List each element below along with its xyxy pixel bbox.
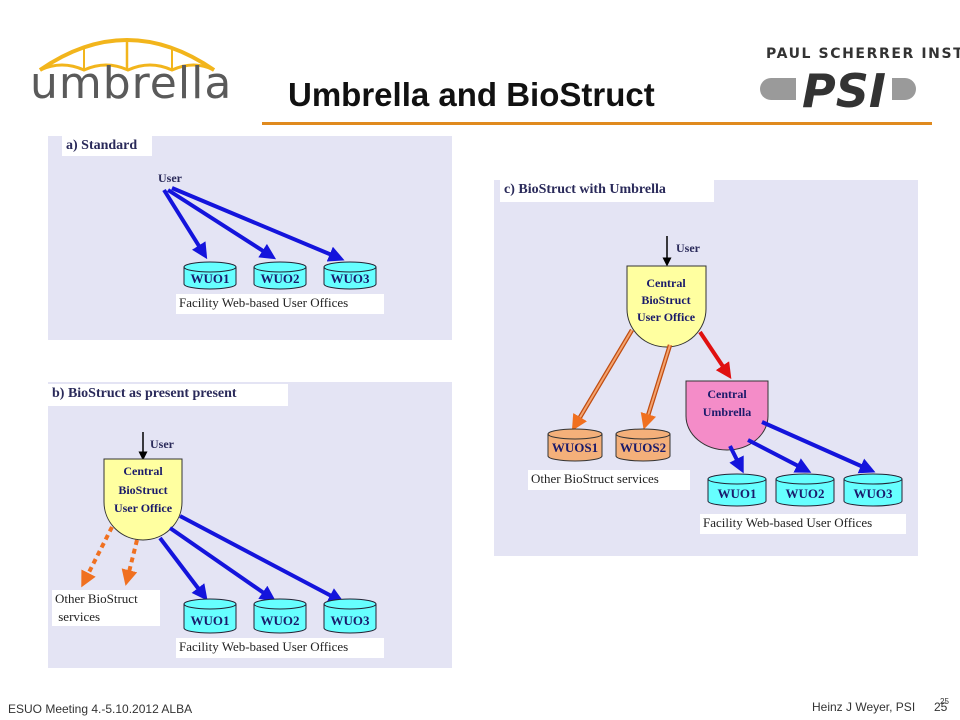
panel-b-central-line1: Central [123,464,163,478]
panel-c-central-line1: Central [646,276,686,290]
panel-b-other-services-2: services [52,608,160,626]
panel-c-umbrella-line2: Umbrella [703,405,751,419]
panel-c-caption: Facility Web-based User Offices [700,514,906,534]
panel-b-label: b) BioStruct as present present [48,384,288,406]
panel-c-arrows [728,420,876,474]
footer-author: Heinz J Weyer, PSI [812,700,916,714]
panel-c-wuo2-label: WUO2 [786,486,825,501]
panel-c-label: c) BioStruct with Umbrella [500,180,714,202]
panel-c-user-label: User [676,241,701,255]
panel-b-dotted-arrows [81,526,139,588]
page-title: Umbrella and BioStruct [288,76,655,113]
panel-c-wuo1: WUO1 [707,473,767,507]
panel-c-orange-arrows [571,328,673,431]
panel-b-central-line3: User Office [114,501,173,515]
panel-c-umbrella-line1: Central [707,387,747,401]
panel-b-arrows [158,514,345,603]
umbrella-logo-text: umbrella [30,58,233,109]
panel-b-user-label: User [150,437,175,451]
page-number: 25 [934,700,948,714]
panel-a-arrows [162,186,345,262]
panel-b-central-line2: BioStruct [118,483,167,497]
page-number-small: 25 [940,697,949,706]
panel-c-central-line2: BioStruct [641,293,690,307]
panel-b-other-services-1: Other BioStruct [52,590,160,608]
panel-c-wuos2: WUOS2 [615,428,671,462]
panel-b-central-office: Central BioStruct User Office [103,458,183,541]
panel-b-wuo2: WUO2 [253,598,307,634]
panel-c-wuos1-label: WUOS1 [552,440,598,455]
panel-c-wuos1: WUOS1 [547,428,603,462]
panel-c-central-line3: User Office [637,310,696,324]
panel-c-central-office: Central BioStruct User Office [626,265,707,348]
panel-c-wuo2: WUO2 [775,473,835,507]
panel-a-label: a) Standard [62,136,152,156]
panel-c-wuo3-label: WUO3 [854,486,894,501]
panel-c-red-arrow [698,330,732,379]
psi-institute-name: PAUL SCHERRER INSTITUT [766,46,960,62]
panel-c-wuo3: WUO3 [843,473,903,507]
panel-b-wuo3: WUO3 [323,598,377,634]
header-rule [262,122,932,125]
panel-c-wuo1-label: WUO1 [718,486,757,501]
panel-a-wuo1: WUO1 [183,261,237,290]
footer-meeting: ESUO Meeting 4.-5.10.2012 ALBA [8,702,193,716]
panel-b-caption: Facility Web-based User Offices [176,638,384,658]
panel-c-umbrella: Central Umbrella [685,380,769,451]
panel-c-wuos2-label: WUOS2 [620,440,666,455]
umbrella-logo-icon [38,38,216,72]
panel-b-wuo1-label: WUO1 [191,613,230,628]
panel-a-wuo3: WUO3 [323,261,377,290]
psi-logo-icon: PSI [760,64,916,114]
panel-c-other-caption: Other BioStruct services [528,470,690,490]
panel-a-user-label: User [158,171,183,185]
psi-logo-text: PSI [802,64,886,114]
panel-a-wuo3-label: WUO3 [331,271,371,286]
panel-a-wuo1-label: WUO1 [191,271,230,286]
panel-b-wuo1: WUO1 [183,598,237,634]
panel-b-wuo3-label: WUO3 [331,613,371,628]
panel-a-caption: Facility Web-based User Offices [176,294,384,314]
panel-b-wuo2-label: WUO2 [261,613,300,628]
panel-a-wuo2: WUO2 [253,261,307,290]
panel-a-wuo2-label: WUO2 [261,271,300,286]
